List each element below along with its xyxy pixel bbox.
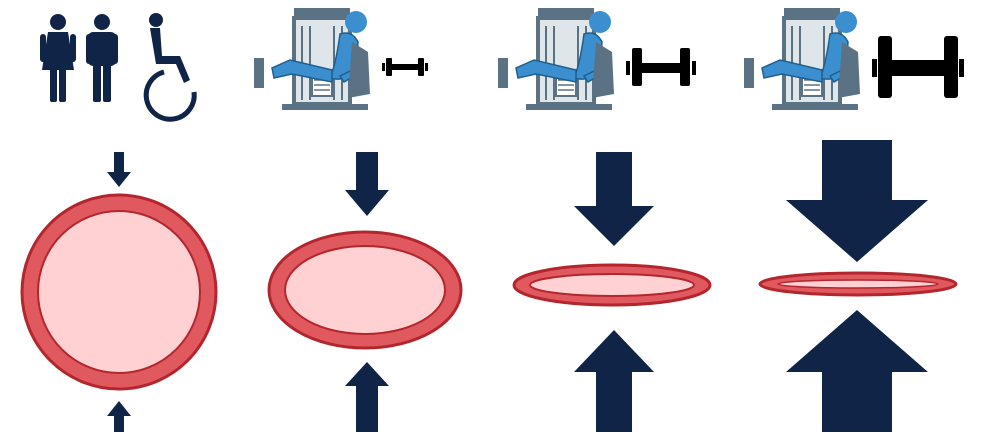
leg-press-machine-icon xyxy=(496,6,616,112)
small-dumbbell-icon xyxy=(382,58,428,76)
arrow-down-icon xyxy=(345,152,389,216)
blood-vessel-round xyxy=(20,193,218,391)
people-group-icon xyxy=(40,13,194,119)
large-dumbbell-icon xyxy=(872,36,964,98)
blood-vessel-flattened xyxy=(512,263,712,307)
arrow-up-icon xyxy=(107,401,131,432)
arrow-up-icon xyxy=(574,330,654,432)
panel-rest xyxy=(20,13,218,432)
arrow-down-icon xyxy=(786,140,928,262)
blood-vessel-collapsed xyxy=(758,271,958,297)
panel-heavy-load xyxy=(496,6,712,432)
medium-dumbbell-icon xyxy=(626,48,696,86)
leg-press-machine-icon xyxy=(742,6,862,112)
panel-light-load xyxy=(252,6,463,432)
arrow-up-icon xyxy=(786,310,928,432)
arrow-up-icon xyxy=(345,362,389,432)
leg-press-machine-icon xyxy=(252,6,372,112)
arrow-down-icon xyxy=(574,152,654,246)
blood-vessel-oval xyxy=(267,230,463,350)
arrow-down-icon xyxy=(107,152,131,187)
panel-maximal-load xyxy=(742,6,964,432)
